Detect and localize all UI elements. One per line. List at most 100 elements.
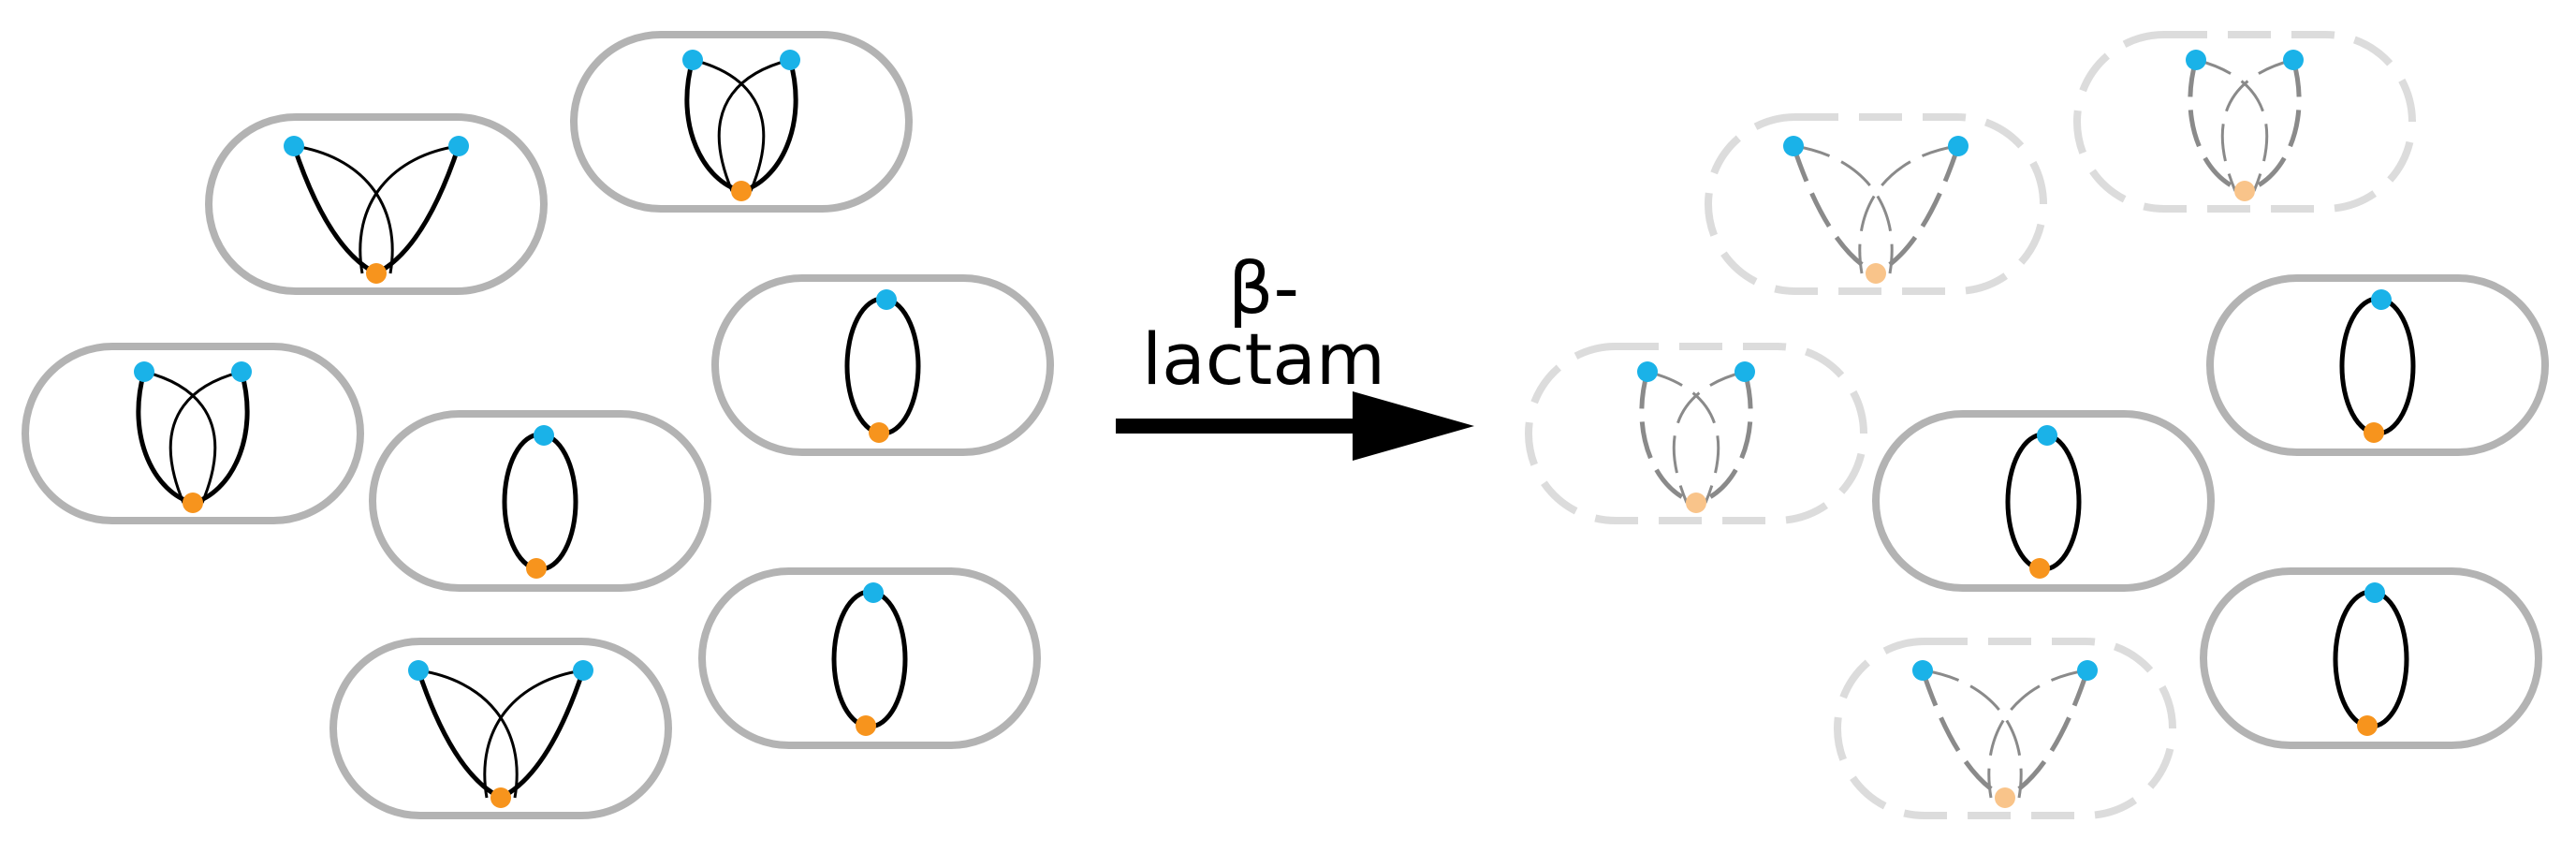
plasmid-strand — [1672, 370, 1746, 504]
terminus-node-icon — [856, 715, 876, 736]
terminus-node-icon — [1866, 263, 1886, 284]
terminus-node-icon — [2234, 181, 2255, 201]
plasmid-strand — [1874, 145, 1961, 276]
origin-node-left-icon — [1912, 660, 1933, 681]
origin-node-right-icon — [231, 361, 252, 382]
plasmid-strand — [293, 144, 394, 274]
plasmid-strand — [2188, 59, 2246, 194]
origin-node-left-icon — [682, 50, 703, 70]
plasmid-strand — [416, 669, 503, 801]
terminus-node-icon — [731, 181, 752, 201]
origin-node-right-icon — [1948, 136, 1969, 156]
bacterial-cell-single-loop — [1872, 410, 2215, 592]
plasmid-strand — [499, 669, 586, 801]
plasmid-strand — [1920, 669, 2007, 801]
bacterial-cell-crossed-narrow — [570, 31, 913, 213]
lysed-cell-wall — [1705, 113, 2047, 295]
terminus-node-icon — [526, 558, 547, 579]
plasmid-strand — [1858, 144, 1959, 274]
plasmid-loop — [2339, 296, 2416, 436]
plasmid-strand — [2003, 669, 2090, 801]
plasmid-strand — [1922, 669, 2023, 799]
lysed-cell-wall — [2073, 31, 2416, 213]
terminus-node-icon — [2364, 422, 2384, 443]
origin-node-right-icon — [448, 136, 469, 156]
plasmid-strand — [1639, 371, 1697, 506]
bacterial-cell-crossed-wide-lysed — [1705, 113, 2047, 295]
origin-node-right-icon — [2077, 660, 2098, 681]
cell-wall — [329, 638, 672, 819]
origin-node-right-icon — [1734, 361, 1755, 382]
plasmid-loop — [502, 432, 578, 572]
plasmid-strand — [1793, 144, 1894, 274]
origin-node-left-icon — [1637, 361, 1658, 382]
cell-wall — [369, 410, 711, 592]
bacterial-cell-crossed-narrow-lysed — [1525, 343, 1867, 524]
bacterial-cell-single-loop — [711, 274, 1054, 456]
terminus-node-icon — [2357, 715, 2378, 736]
origin-node-icon — [534, 425, 554, 446]
plasmid-strand — [1695, 371, 1753, 506]
plasmid-strand — [136, 371, 194, 506]
plasmid-strand — [1791, 145, 1878, 276]
cell-wall — [2206, 274, 2549, 456]
plasmid-strand — [143, 370, 217, 504]
cell-wall — [1872, 410, 2215, 592]
plasmid-strand — [417, 669, 519, 799]
plasmid-loop — [831, 589, 908, 729]
plasmid-strand — [1647, 370, 1720, 504]
terminus-node-icon — [366, 263, 387, 284]
terminus-node-icon — [869, 422, 889, 443]
bacterial-cell-crossed-wide — [329, 638, 672, 819]
plasmid-strand — [717, 58, 791, 192]
cell-wall — [711, 274, 1054, 456]
before-treatment-cells — [22, 31, 1054, 819]
plasmid-strand — [2244, 59, 2302, 194]
cell-wall — [698, 567, 1041, 749]
bacterial-cell-single-loop — [369, 410, 711, 592]
plasmid-strand — [2195, 58, 2269, 192]
treatment-label: β-lactam — [1142, 246, 1385, 401]
treatment-arrow — [1116, 391, 1474, 461]
origin-node-left-icon — [408, 660, 429, 681]
lysed-cell-wall — [1525, 343, 1867, 524]
origin-node-icon — [863, 582, 884, 603]
bacterial-cell-crossed-wide-lysed — [1834, 638, 2176, 819]
lysed-cell-wall — [1834, 638, 2176, 819]
plasmid-loop — [2005, 432, 2082, 572]
terminus-node-icon — [183, 493, 203, 513]
plasmid-strand — [2220, 58, 2294, 192]
terminus-node-icon — [490, 787, 511, 808]
cell-wall — [22, 343, 364, 524]
plasmid-strand — [168, 370, 242, 504]
bacterial-cell-crossed-wide — [205, 113, 548, 295]
bacterial-cell-single-loop — [2206, 274, 2549, 456]
plasmid-strand — [1987, 669, 2088, 799]
cell-wall — [205, 113, 548, 295]
plasmid-strand — [374, 145, 461, 276]
plasmid-strand — [692, 58, 766, 192]
arrow-head-icon — [1353, 391, 1474, 461]
terminus-node-icon — [1686, 493, 1706, 513]
terminus-node-icon — [2029, 558, 2050, 579]
bacterial-cell-crossed-narrow-lysed — [2073, 31, 2416, 213]
origin-node-icon — [876, 289, 897, 310]
origin-node-left-icon — [284, 136, 304, 156]
origin-node-left-icon — [1783, 136, 1804, 156]
plasmid-strand — [291, 145, 378, 276]
plasmid-strand — [740, 59, 798, 194]
origin-node-right-icon — [573, 660, 593, 681]
after-treatment-cells — [1525, 31, 2549, 819]
plasmid-loop — [2333, 589, 2409, 729]
bacterial-cell-crossed-narrow — [22, 343, 364, 524]
terminus-node-icon — [1995, 787, 2015, 808]
origin-node-icon — [2037, 425, 2057, 446]
plasmid-strand — [192, 371, 250, 506]
origin-node-icon — [2364, 582, 2385, 603]
plasmid-strand — [359, 144, 460, 274]
origin-node-left-icon — [134, 361, 154, 382]
cell-wall — [2200, 567, 2542, 749]
origin-node-icon — [2371, 289, 2392, 310]
plasmid-strand — [684, 59, 742, 194]
plasmid-strand — [483, 669, 584, 799]
